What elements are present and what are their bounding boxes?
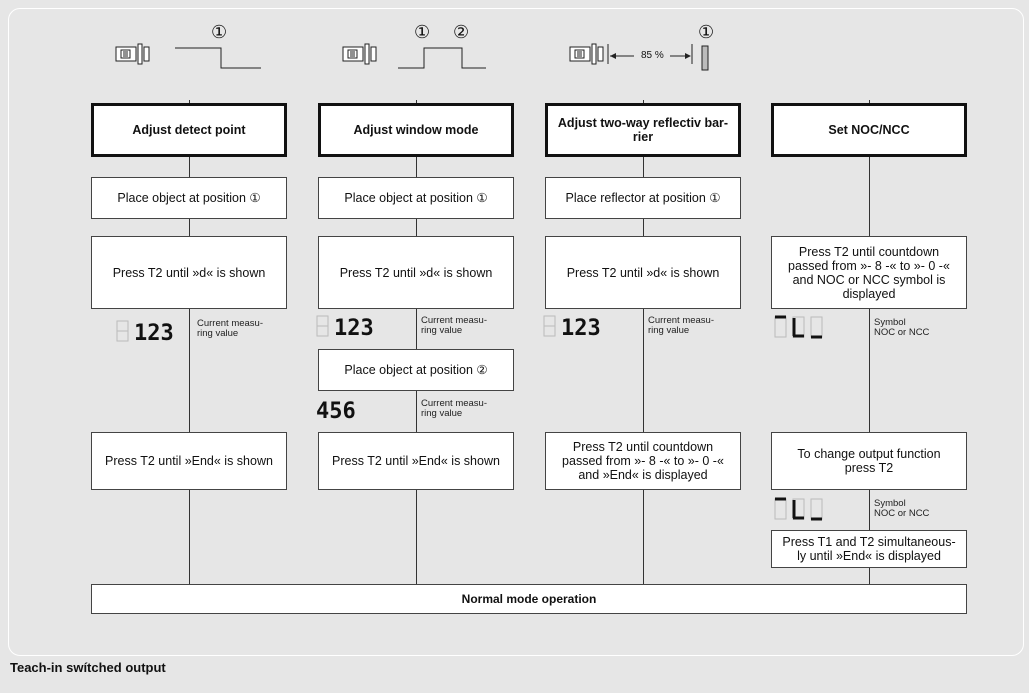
sensor-icon	[569, 43, 604, 65]
flow-line-col4	[869, 100, 870, 584]
seven-segment-display: 456	[316, 399, 356, 421]
seven-segment-display: 123	[543, 315, 601, 338]
step-press-t2-end: Press T2 until »End« is shown	[91, 432, 287, 490]
sensor-icon	[342, 43, 377, 65]
step-place-reflector: Place reflector at position ①	[545, 177, 741, 219]
seven-segment-display: 123	[116, 320, 174, 343]
display-digits: 456	[316, 399, 356, 421]
sensor-icon	[115, 43, 150, 65]
normal-mode-operation: Normal mode operation	[91, 584, 967, 614]
step-press-t2-d: Press T2 until »d« is shown	[318, 236, 514, 309]
display-digits: 123	[134, 321, 174, 343]
noc-ncc-symbol-icon	[774, 497, 823, 521]
display-note: Current measu- ring value	[421, 315, 487, 336]
position-1-marker: ①	[414, 22, 431, 42]
flow-line-col2	[416, 100, 417, 584]
display-note: Symbol NOC or NCC	[874, 317, 930, 338]
display-note: Current measu- ring value	[421, 398, 487, 419]
position-1-marker: ①	[698, 22, 715, 42]
header-adjust-reflective-barrier: Adjust two-way reflectiv bar- rier	[545, 103, 741, 157]
flow-line-col1	[189, 100, 190, 584]
reflector-distance-icon	[607, 44, 709, 71]
display-note: Current measu- ring value	[197, 318, 263, 339]
step-press-t2-countdown: Press T2 until countdown passed from »- …	[545, 432, 741, 490]
step-place-object: Place object at position ①	[318, 177, 514, 219]
step-press-t1-t2: Press T1 and T2 simultaneous- ly until »…	[771, 530, 967, 568]
step-press-t2-end: Press T2 until »End« is shown	[318, 432, 514, 490]
step-press-t2-countdown: Press T2 until countdown passed from »- …	[771, 236, 967, 309]
header-adjust-detect-point: Adjust detect point	[91, 103, 287, 157]
step-signal-icon	[175, 47, 261, 69]
position-2-marker: ②	[453, 22, 470, 42]
display-digits: 123	[334, 316, 374, 338]
step-press-t2-d: Press T2 until »d« is shown	[91, 236, 287, 309]
header-adjust-window-mode: Adjust window mode	[318, 103, 514, 157]
seven-segment-display: 123	[316, 315, 374, 338]
display-note: Symbol NOC or NCC	[874, 498, 930, 519]
noc-ncc-symbol-icon	[774, 315, 823, 339]
distance-percent-label: 85 %	[641, 50, 664, 61]
figure-caption: Teach-in swítched output	[10, 660, 166, 675]
step-press-t2-d: Press T2 until »d« is shown	[545, 236, 741, 309]
display-digits: 123	[561, 316, 601, 338]
step-change-output-function: To change output function press T2	[771, 432, 967, 490]
flow-line-col3	[643, 100, 644, 584]
step-place-object: Place object at position ①	[91, 177, 287, 219]
display-note: Current measu- ring value	[648, 315, 714, 336]
step-place-object-2: Place object at position ②	[318, 349, 514, 391]
position-1-marker: ①	[211, 22, 228, 42]
header-set-noc-ncc: Set NOC/NCC	[771, 103, 967, 157]
window-signal-icon	[398, 47, 486, 69]
